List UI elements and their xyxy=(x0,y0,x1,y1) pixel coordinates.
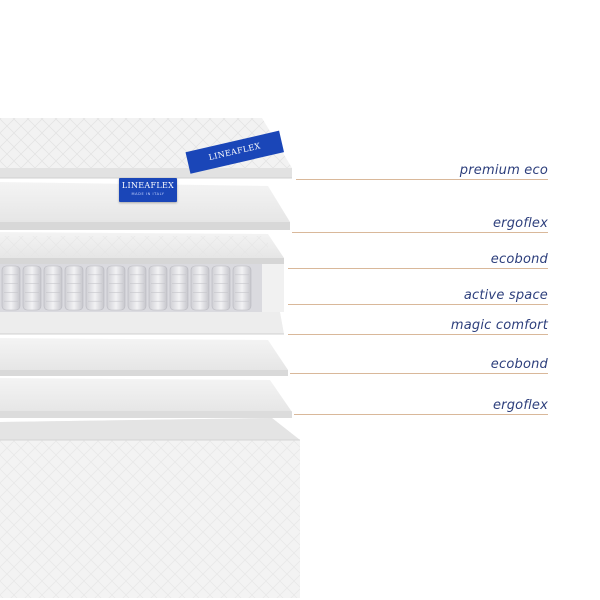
mattress-base xyxy=(0,418,300,598)
leader-line-ergoflex-bottom xyxy=(294,414,548,415)
leader-line-ergoflex-top xyxy=(292,232,548,233)
pocket-spring xyxy=(64,265,84,311)
layer-label-ergoflex-top: ergoflex xyxy=(492,216,548,231)
pocket-spring xyxy=(127,265,147,311)
layer-ecobond-top xyxy=(0,232,284,264)
pocket-spring xyxy=(169,265,189,311)
leader-line-magic-comfort xyxy=(288,334,548,335)
layer-magic-comfort xyxy=(0,312,284,335)
layer-ergoflex-bottom xyxy=(0,378,292,418)
pocket-spring xyxy=(106,265,126,311)
pocket-spring xyxy=(232,265,252,311)
pocket-spring xyxy=(22,265,42,311)
pocket-spring xyxy=(211,265,231,311)
layer-label-ergoflex-bottom: ergoflex xyxy=(492,398,548,413)
pocket-spring xyxy=(1,265,21,311)
layer-label-ecobond-top: ecobond xyxy=(490,252,548,267)
layer-active-space-springs xyxy=(0,262,284,312)
brand-label-subtext: MADE IN ITALY xyxy=(131,192,165,196)
layer-ergoflex-top xyxy=(0,182,290,230)
brand-label-text: LINEAFLEX xyxy=(121,181,175,190)
leader-line-ecobond-top xyxy=(288,268,548,269)
layer-label-active-space: active space xyxy=(463,288,548,303)
pocket-spring xyxy=(148,265,168,311)
leader-line-premium-eco xyxy=(296,179,548,180)
layer-label-ecobond-bottom: ecobond xyxy=(490,357,548,372)
pocket-spring xyxy=(85,265,105,311)
leader-line-ecobond-bottom xyxy=(290,373,548,374)
leader-line-active-space xyxy=(288,304,548,305)
layer-ecobond-bottom xyxy=(0,338,288,376)
pocket-spring xyxy=(190,265,210,311)
pocket-spring xyxy=(43,265,63,311)
brand-label: LINEAFLEX MADE IN ITALY xyxy=(119,178,177,202)
layer-label-magic-comfort: magic comfort xyxy=(450,318,548,333)
layer-label-premium-eco: premium eco xyxy=(459,163,548,178)
